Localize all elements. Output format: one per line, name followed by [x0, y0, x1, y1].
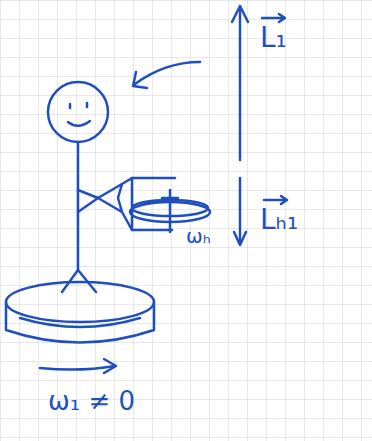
angular-momentum-label: L₁: [260, 24, 287, 52]
angular-velocity-label: ωₕ: [186, 226, 211, 246]
angular-momentum-label: Lₕ₁: [260, 206, 298, 234]
angular-velocity-label: ω₁ ≠ 0: [48, 388, 135, 414]
